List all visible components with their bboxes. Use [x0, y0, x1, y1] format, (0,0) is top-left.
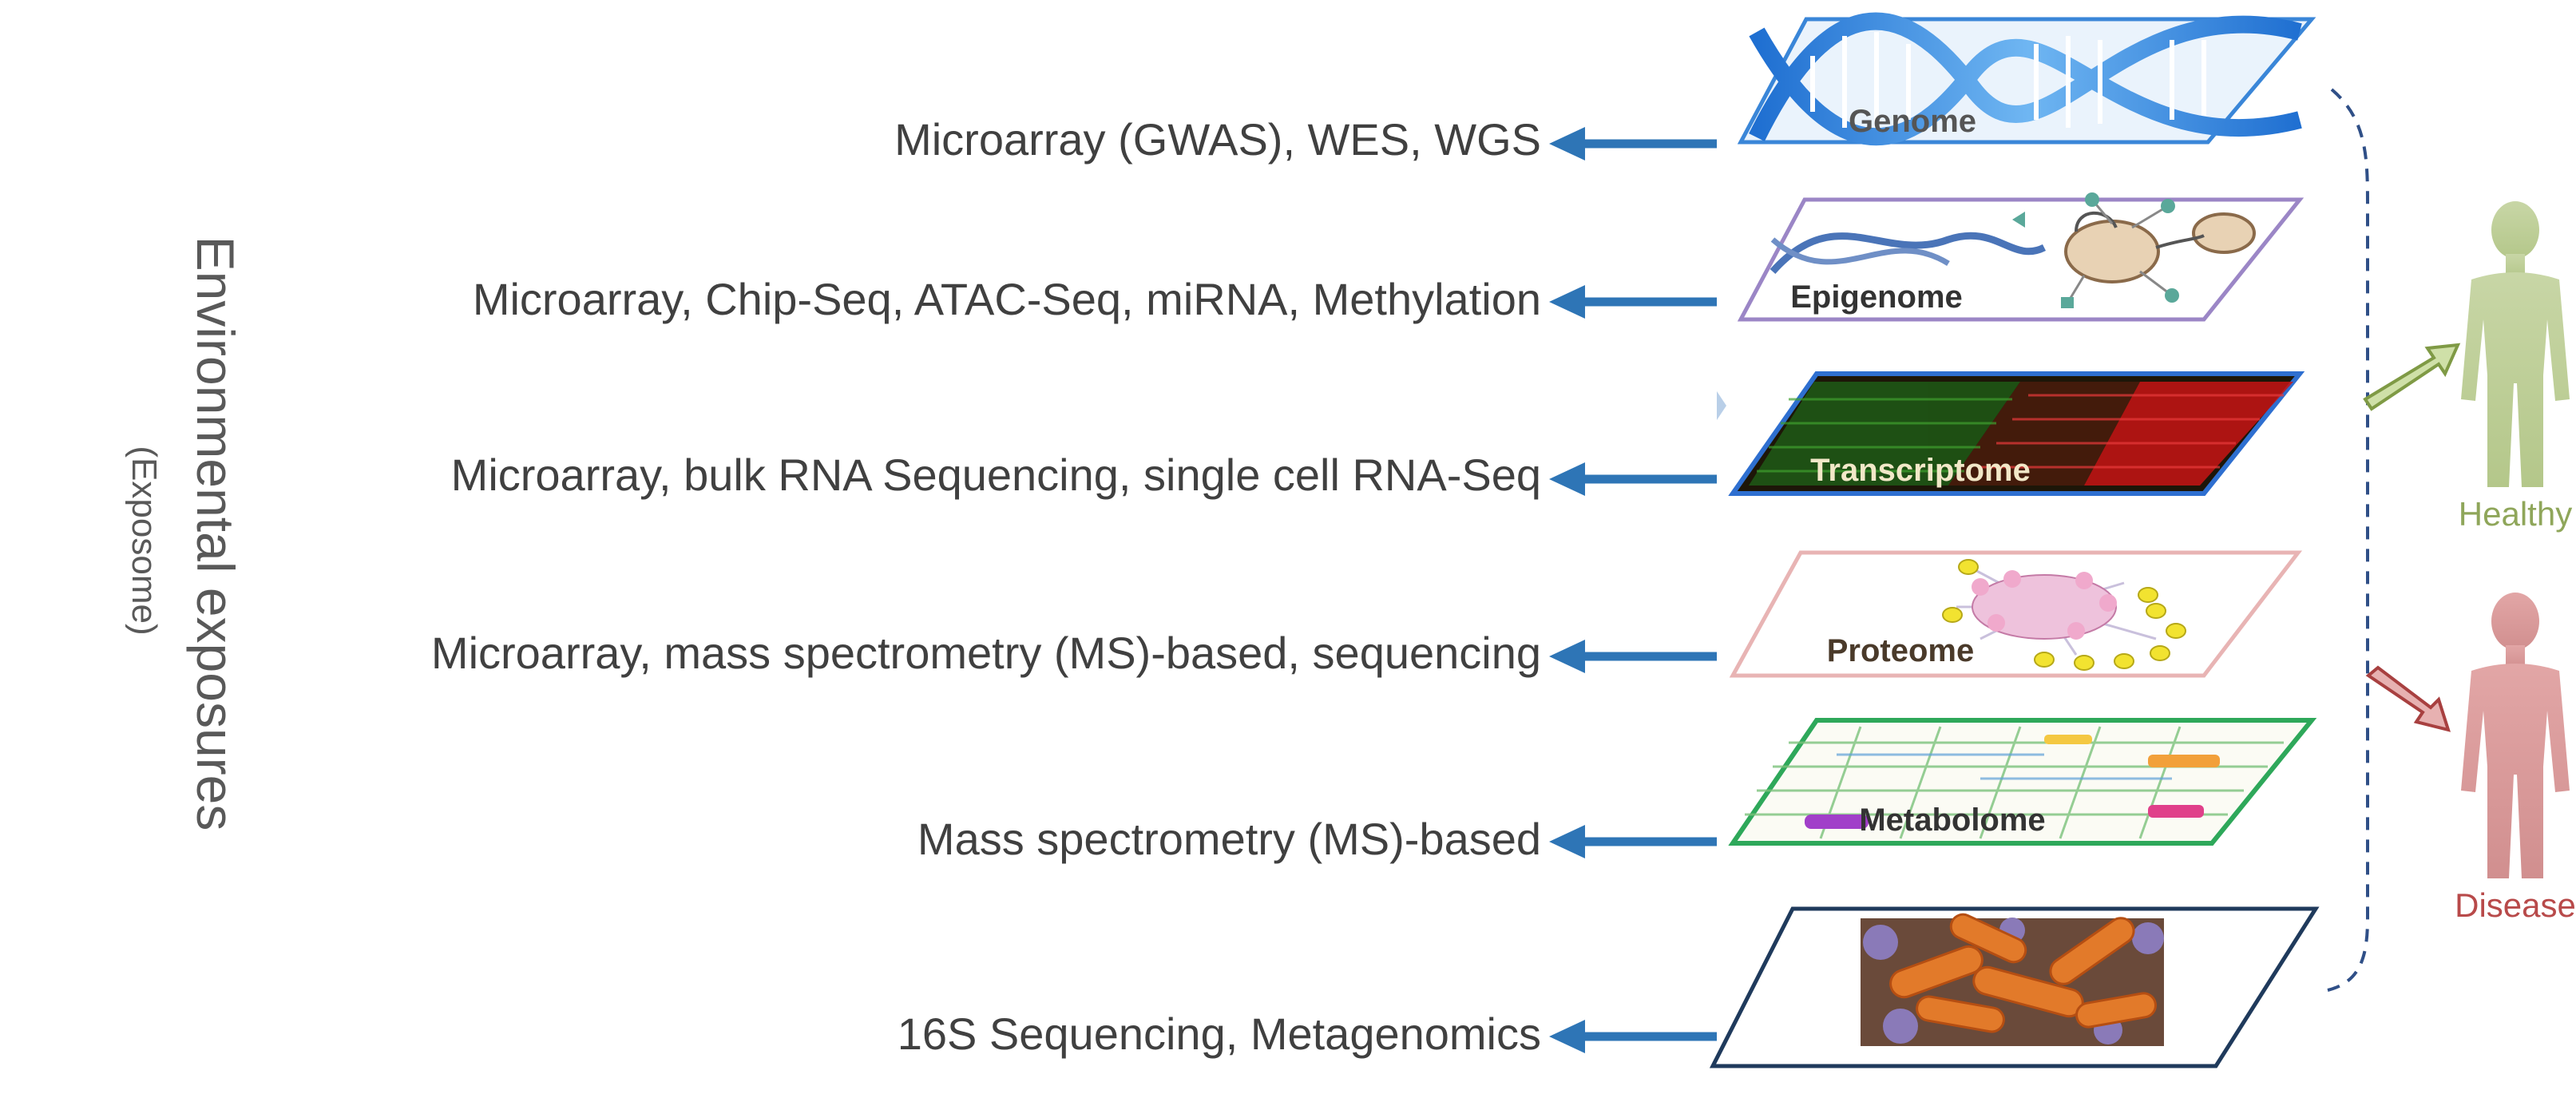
epigenome-layer: Epigenome [1737, 192, 2305, 322]
genome-layer: Genome [1737, 12, 2316, 146]
proteome-layer-label: Proteome [1827, 633, 1975, 668]
transcriptome-layer-label: Transcriptome [1810, 453, 2031, 488]
transcriptome-layer: Transcriptome [1717, 371, 2305, 496]
transcriptome-technique-label: Microarray, bulk RNA Sequencing, single … [450, 450, 1541, 500]
disease-label: Disease [2455, 886, 2576, 924]
genome-technique-label: Microarray (GWAS), WES, WGS [894, 114, 1541, 164]
microbiome-arrow [1549, 1020, 1717, 1053]
disease-figure [2461, 593, 2570, 878]
proteome-layer: Proteome [1729, 550, 2303, 678]
microbiome-technique-label: 16S Sequencing, Metagenomics [897, 1009, 1541, 1059]
epigenome-arrow [1549, 285, 1717, 319]
proteome-arrow [1549, 640, 1717, 673]
metabolome-layer-label: Metabolome [1859, 803, 2045, 838]
disease-arrow [2365, 665, 2451, 732]
healthy-figure [2461, 201, 2570, 487]
metabolome-arrow [1549, 825, 1717, 858]
healthy-label: Healthy [2459, 495, 2572, 533]
epigenome-layer-label: Epigenome [1790, 279, 1963, 315]
metabolome-technique-label: Mass spectrometry (MS)-based [917, 814, 1541, 864]
microbiome-layer [1709, 906, 2320, 1068]
genome-arrow [1549, 127, 1717, 161]
proteome-technique-label: Microarray, mass spectrometry (MS)-based… [430, 628, 1541, 678]
transcriptome-arrow [1549, 462, 1717, 496]
epigenome-technique-label: Microarray, Chip-Seq, ATAC-Seq, miRNA, M… [472, 274, 1541, 324]
metabolome-layer: Metabolome [1728, 718, 2317, 846]
healthy-arrow [2363, 343, 2461, 411]
genome-layer-label: Genome [1849, 104, 1976, 139]
layers-bracket [2327, 88, 2369, 992]
